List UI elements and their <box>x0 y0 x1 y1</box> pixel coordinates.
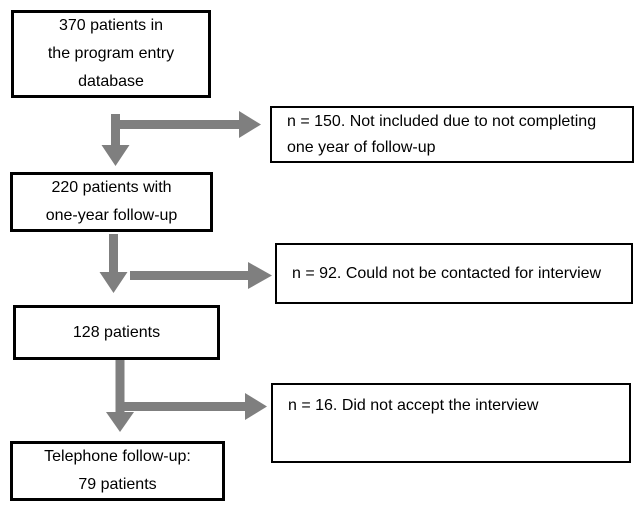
flow-box-text: 370 patients in <box>58 17 164 34</box>
exclusion-box-text: n = 16. Did not accept the interview <box>288 397 539 414</box>
arrow-down-1 <box>101 114 130 166</box>
arrow-branch-3 <box>124 393 267 420</box>
flow-box-text: one-year follow-up <box>45 207 178 224</box>
flow-box-text: database <box>78 73 144 90</box>
arrow-down-3 <box>106 358 134 432</box>
flow-box-telephone-follow-up: Telephone follow-up: 79 patients <box>10 441 225 501</box>
flow-box-text: the program entry <box>47 45 175 62</box>
flow-box-text: 79 patients <box>78 476 157 493</box>
flow-box-text: 220 patients with <box>51 179 172 196</box>
exclusion-box-could-not-be-contacted: n = 92. Could not be contacted for inter… <box>275 243 633 304</box>
exclusion-box-did-not-accept: n = 16. Did not accept the interview <box>271 383 631 463</box>
exclusion-box-text: one year of follow-up <box>287 138 436 156</box>
flow-box-one-year-follow-up: 220 patients with one-year follow-up <box>10 172 213 232</box>
flow-box-text: 128 patients <box>72 323 161 341</box>
flow-box-text: Telephone follow-up: <box>44 448 191 465</box>
arrow-branch-1 <box>111 111 261 138</box>
exclusion-box-not-completing-follow-up: n = 150. Not included due to not complet… <box>270 106 634 163</box>
exclusion-box-text: n = 150. Not included due to not complet… <box>287 112 597 130</box>
arrow-branch-2 <box>130 262 272 289</box>
flow-box-contacted-patients: 128 patients <box>13 305 220 360</box>
arrow-down-2 <box>99 234 128 293</box>
flow-box-entry-database: 370 patients in the program entry databa… <box>11 10 211 98</box>
exclusion-box-text: n = 92. Could not be contacted for inter… <box>292 264 602 282</box>
